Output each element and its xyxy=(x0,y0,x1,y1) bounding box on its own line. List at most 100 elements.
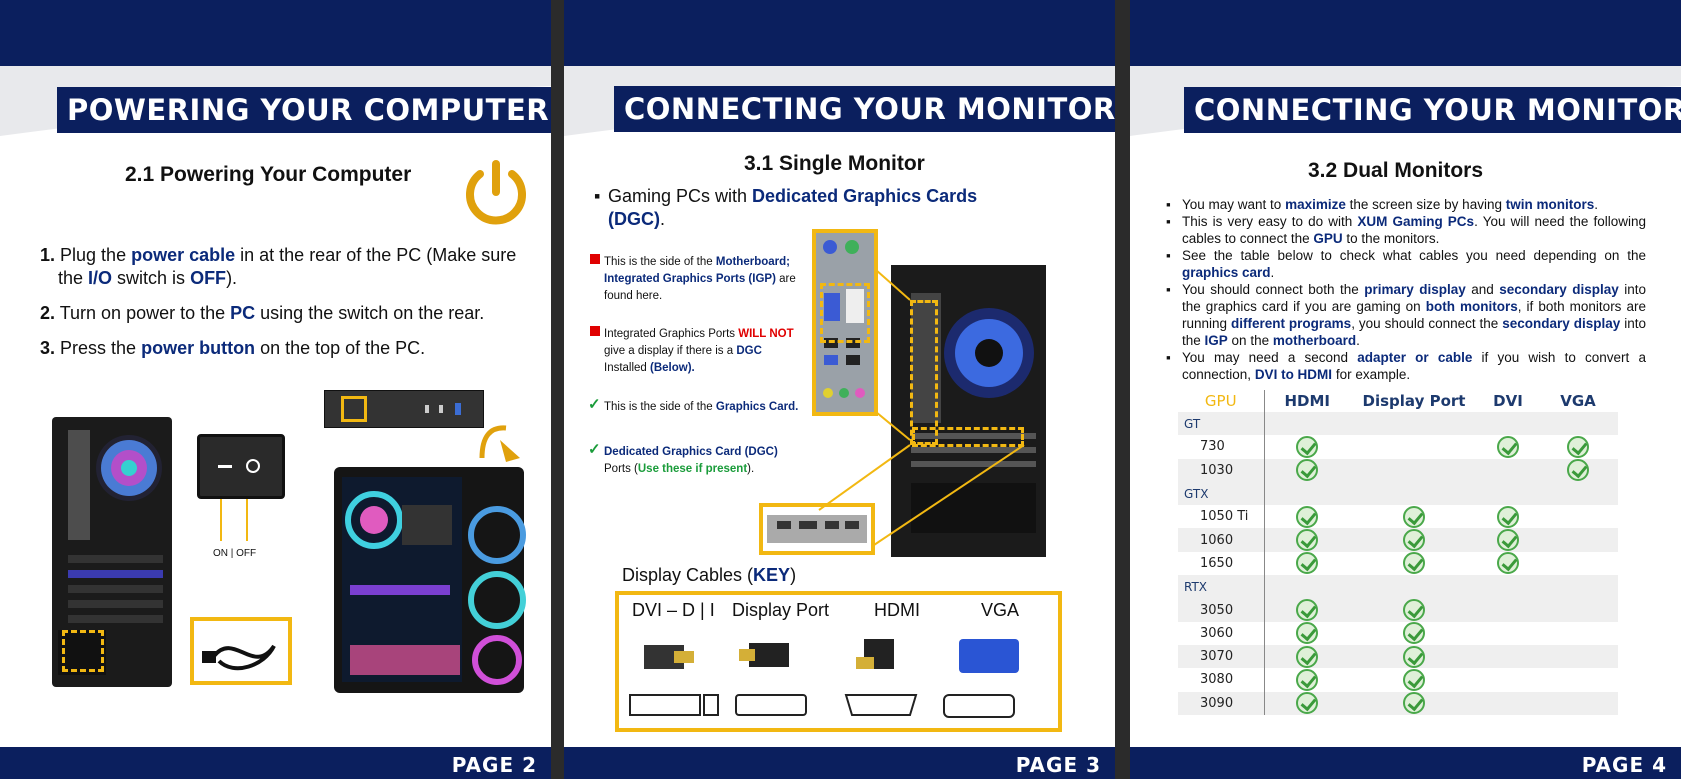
bullet-highlight: GPU xyxy=(1313,231,1343,246)
table-row: 3070 xyxy=(1178,644,1618,669)
table-group-row: GTX xyxy=(1178,481,1618,506)
step-text: Plug the xyxy=(60,245,132,265)
bullet-highlight: twin monitors xyxy=(1505,197,1595,212)
checkmark-icon xyxy=(1497,435,1519,458)
table-group-row: RTX xyxy=(1178,575,1618,599)
bullet-text: You may want to xyxy=(1182,197,1286,212)
bullet-highlight: IGP xyxy=(1204,333,1228,348)
bullet-text: . xyxy=(1594,197,1598,212)
bullet-item: See the table below to check what cables… xyxy=(1166,247,1646,281)
table-cell xyxy=(1264,412,1350,436)
red-square-marker xyxy=(590,254,600,264)
table-cell xyxy=(1478,412,1538,436)
note-highlight: Dedicated Graphics Card (DGC) xyxy=(604,446,778,458)
step-number: 1. xyxy=(40,245,56,265)
vga-cable-icon xyxy=(943,639,1019,718)
support-cell-vga xyxy=(1538,552,1618,575)
cable-label-displayport: Display Port xyxy=(732,600,830,620)
table-cell xyxy=(1350,575,1478,599)
instruction-steps: 1. Plug the power cable in at the rear o… xyxy=(40,244,520,372)
tower-igp-highlight xyxy=(910,300,938,445)
pc-rear-image xyxy=(52,417,172,687)
footer-bar: PAGE 2 xyxy=(0,747,551,779)
bullet-highlight: maximize xyxy=(1285,197,1346,212)
support-cell-hdmi xyxy=(1264,435,1350,458)
red-square-marker xyxy=(590,326,600,336)
page-number: PAGE 4 xyxy=(1581,753,1667,777)
support-cell-vga xyxy=(1538,644,1618,669)
header-bar xyxy=(1130,0,1681,66)
bullet-text: . You will need the following cables to … xyxy=(1182,214,1646,246)
support-cell-vga xyxy=(1538,691,1618,715)
col-header-gpu: GPU xyxy=(1178,390,1265,412)
step-highlight: I/O xyxy=(88,268,113,288)
checkmark-icon xyxy=(1296,599,1319,622)
support-cell-vga xyxy=(1538,435,1618,458)
bullet-text: the screen size by having xyxy=(1345,197,1506,212)
support-cell-vga xyxy=(1538,598,1618,622)
pc-front-image xyxy=(334,467,526,693)
step-text: Press the xyxy=(60,338,142,358)
checkmark-icon xyxy=(1403,552,1425,575)
page-2: POWERING YOUR COMPUTER 2.1 Powering Your… xyxy=(0,0,551,779)
page-4: CONNECTING YOUR MONITOR 3.2 Dual Monitor… xyxy=(1130,0,1681,779)
gpu-model: 3070 xyxy=(1178,644,1265,669)
support-cell-dvi xyxy=(1478,644,1538,669)
checkmark-icon xyxy=(1296,668,1319,691)
bullet-highlight: DVI to HDMI xyxy=(1254,367,1333,382)
cable-key-box xyxy=(615,591,1062,732)
checkmark-icon xyxy=(1497,529,1519,552)
gpu-model: 1030 xyxy=(1178,458,1265,482)
step-text: ). xyxy=(226,268,238,288)
motherboard-io-highlight xyxy=(812,229,878,416)
note-green: Use these if present xyxy=(637,463,748,475)
table-row: 1650 xyxy=(1178,551,1618,576)
support-cell-vga xyxy=(1538,458,1618,482)
power-switch-highlight xyxy=(62,630,104,672)
table-cell xyxy=(1350,481,1478,506)
support-cell-dvi xyxy=(1478,458,1538,482)
switch-label: ON | OFF xyxy=(213,548,257,559)
note-text: This is the side of the xyxy=(604,401,716,413)
note-text: Installed xyxy=(604,362,651,374)
table-cell xyxy=(1538,575,1618,599)
support-cell-vga xyxy=(1538,505,1618,528)
bullet-highlight: secondary display xyxy=(1499,282,1619,297)
checkmark-icon xyxy=(1403,668,1425,691)
table-row: 3060 xyxy=(1178,621,1618,645)
table-row: 1060 xyxy=(1178,528,1618,552)
bullet-text: into the xyxy=(1182,316,1646,348)
power-cable-highlight xyxy=(190,617,292,685)
checkmark-icon xyxy=(1403,645,1425,668)
bullet-item: You should connect both the primary disp… xyxy=(1166,281,1646,349)
support-cell-vga xyxy=(1538,668,1618,691)
table-cell xyxy=(1478,481,1538,506)
cable-images xyxy=(629,639,1019,718)
note-text: This is the side of the xyxy=(604,256,716,268)
support-cell-dvi xyxy=(1478,435,1538,458)
bullet-text: You may need a second xyxy=(1182,350,1358,365)
note-highlight: DGC xyxy=(736,345,762,357)
col-header-dvi: DVI xyxy=(1493,392,1523,410)
col-header-hdmi: HDMI xyxy=(1284,392,1330,410)
footer-bar: PAGE 4 xyxy=(1130,747,1681,779)
bullet-text: Gaming PCs with xyxy=(608,186,753,206)
note-highlight: Graphics Card. xyxy=(715,401,799,413)
cable-label-dvi: DVI – D | I xyxy=(632,600,715,620)
support-cell-hdmi xyxy=(1264,528,1350,552)
support-cell-hdmi xyxy=(1264,505,1350,528)
group-label: GT xyxy=(1178,412,1265,436)
support-cell-dvi xyxy=(1478,622,1538,645)
bullet-text: into the graphics card if you are gaming… xyxy=(1182,282,1646,314)
top-panel-image xyxy=(324,390,484,428)
step-number: 3. xyxy=(40,338,56,358)
step-text: in at the rear of the PC (Make sure the xyxy=(58,245,517,288)
cables-key-heading: Display Cables (KEY) xyxy=(622,565,796,586)
note-igp-warning: Integrated Graphics Ports WILL NOT give … xyxy=(590,326,804,377)
bullet-dgc: ▪ Gaming PCs with Dedicated Graphics Car… xyxy=(594,185,1008,231)
bullet-text: , if both monitors are running xyxy=(1182,299,1646,331)
page-3: CONNECTING YOUR MONITOR 3.1 Single Monit… xyxy=(564,0,1115,779)
gpu-model: 1060 xyxy=(1178,528,1265,552)
step-text: Turn on power to the xyxy=(59,303,231,323)
